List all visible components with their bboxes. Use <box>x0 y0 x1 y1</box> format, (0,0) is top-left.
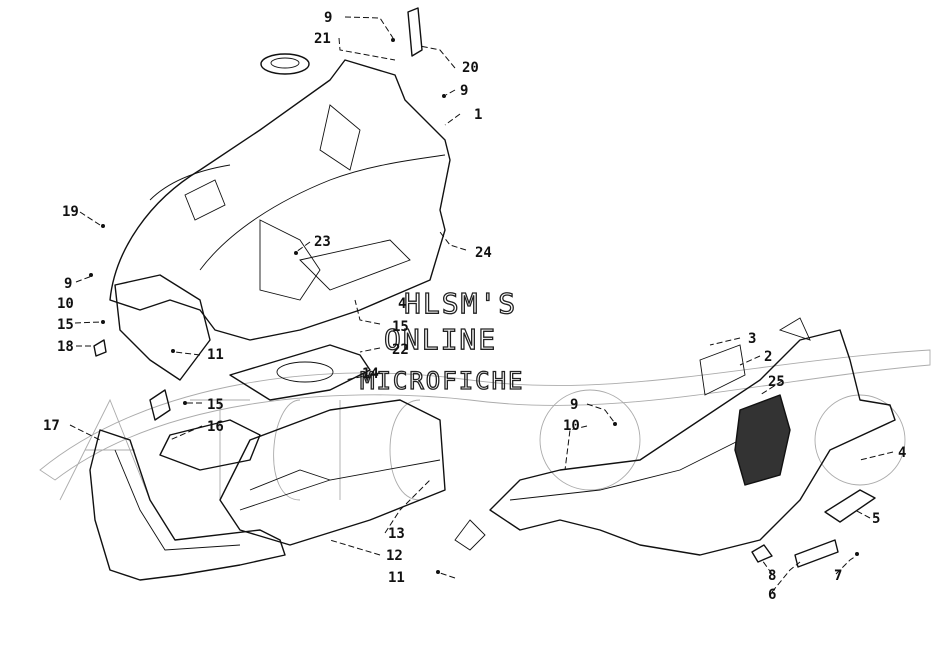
watermark-text: HLSM'S ONLINE MICROFICHE <box>359 286 525 395</box>
callout-16: 16 <box>207 419 224 435</box>
callout-15: 15 <box>207 397 224 413</box>
callout-9: 9 <box>460 83 468 99</box>
callout-2: 2 <box>764 349 772 365</box>
watermark-line-1: HLSM'S <box>404 287 517 320</box>
callout-24: 24 <box>475 245 492 261</box>
gasket-part-22 <box>229 344 371 401</box>
panel-part-16 <box>159 419 261 471</box>
watermark <box>39 349 931 501</box>
skid-part-5 <box>824 489 876 523</box>
callout-1: 1 <box>474 107 482 123</box>
gauge-ring-part-21 <box>260 53 310 75</box>
callout-4: 4 <box>898 445 906 461</box>
callout-18: 18 <box>57 339 74 355</box>
watermark-line-2: ONLINE <box>384 323 497 356</box>
callout-15: 15 <box>57 317 74 333</box>
callout-22: 22 <box>392 342 409 358</box>
callout-11: 11 <box>207 347 224 363</box>
callout-6: 6 <box>768 587 776 603</box>
callout-4: 4 <box>398 296 406 312</box>
chassis-assembly <box>454 317 896 556</box>
watermark-line-3: MICROFICHE <box>360 367 525 395</box>
bracket-part-15 <box>149 389 171 421</box>
callout-11: 11 <box>388 570 405 586</box>
callout-5: 5 <box>872 511 880 527</box>
callout-15: 15 <box>392 319 409 335</box>
leader-lines <box>69 16 894 593</box>
callout-21: 21 <box>314 31 331 47</box>
fasteners <box>89 38 859 574</box>
callout-19: 19 <box>62 204 79 220</box>
callout-9: 9 <box>324 10 332 26</box>
clip-part-18 <box>93 339 107 357</box>
bracket-part-20 <box>407 7 423 57</box>
callout-8: 8 <box>768 568 776 584</box>
callout-10: 10 <box>57 296 74 312</box>
callout-7: 7 <box>834 568 842 584</box>
callout-9: 9 <box>64 276 72 292</box>
watermark-logo-swoosh <box>39 349 931 481</box>
callout-14: 14 <box>362 366 379 382</box>
decal-part-25 <box>734 394 791 486</box>
callout-13: 13 <box>388 526 405 542</box>
side-panel-left <box>114 274 211 381</box>
clip-part-8 <box>751 544 773 563</box>
belly-pan-part-12 <box>219 399 446 546</box>
callout-20: 20 <box>462 60 479 76</box>
watermark-logo-wheel <box>814 394 906 486</box>
hood-console-part-1 <box>109 59 451 341</box>
callout-10: 10 <box>563 418 580 434</box>
callout-3: 3 <box>748 331 756 347</box>
callout-12: 12 <box>386 548 403 564</box>
skid-part-6 <box>794 539 839 568</box>
callout-25: 25 <box>768 374 785 390</box>
watermark-logo-letters <box>59 398 421 501</box>
nose-part-17 <box>89 429 286 581</box>
callout-17: 17 <box>43 418 60 434</box>
callouts: 9 21 20 9 1 19 23 24 9 10 4 15 15 18 11 … <box>43 10 906 603</box>
callout-23: 23 <box>314 234 331 250</box>
callout-9: 9 <box>570 397 578 413</box>
